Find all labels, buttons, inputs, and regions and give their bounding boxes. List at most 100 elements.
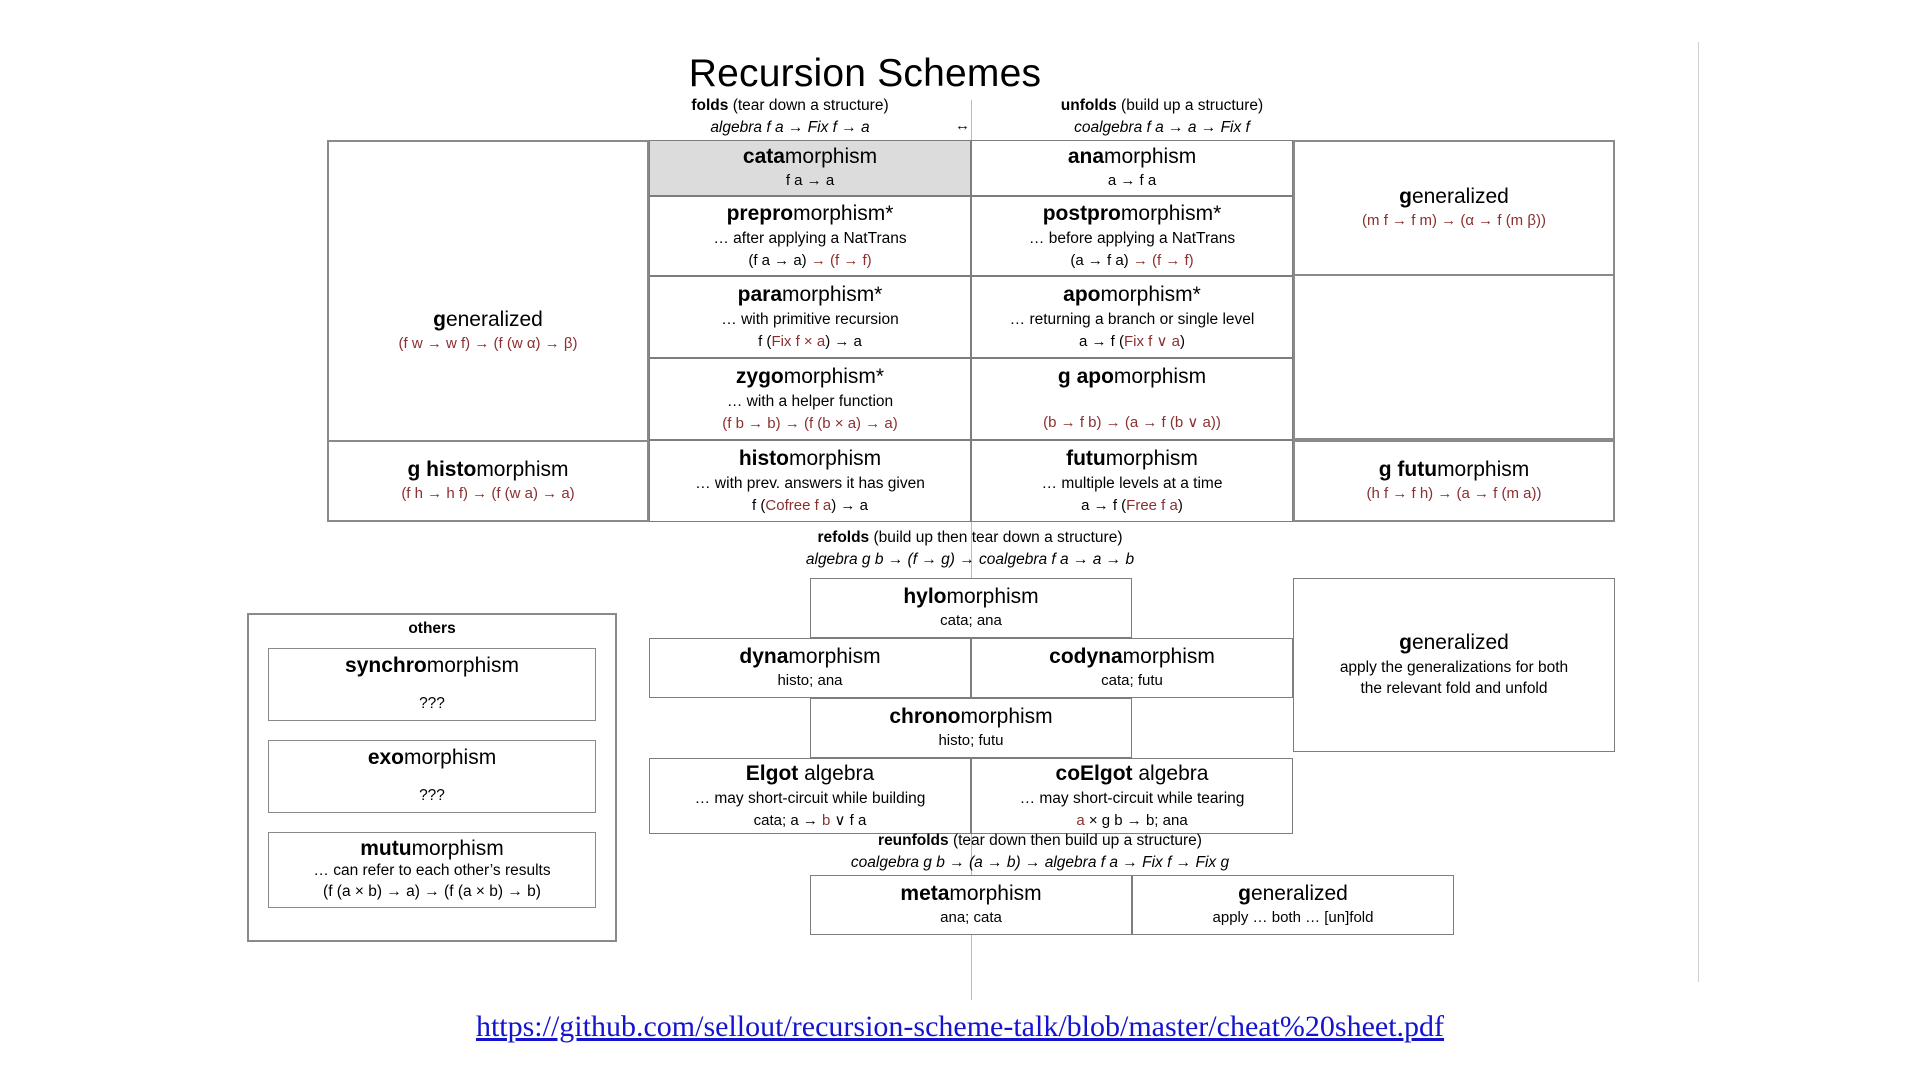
unfolds-header-label: unfolds (build up a structure) <box>1060 97 1264 114</box>
cell-title: generalized <box>1399 630 1509 654</box>
cell-signature: f (Fix f × a) → a <box>758 333 862 350</box>
cell-signature: (f w → w f) → (f (w α) → β) <box>398 335 578 353</box>
cell-g-apomorphism[interactable]: g apomorphism (b → f b) → (a → f (b ∨ a)… <box>971 358 1293 440</box>
cell-title: generalized <box>1399 185 1509 209</box>
cell-coelgot-algebra[interactable]: coElgot algebra … may short-circuit whil… <box>971 758 1293 834</box>
cell-signature: histo; futu <box>938 732 1004 750</box>
cell-title: zygomorphism* <box>735 364 885 388</box>
cell-title: anamorphism <box>1067 145 1197 169</box>
reunfolds-header: reunfolds (tear down then build up a str… <box>700 830 1380 874</box>
cell-description: … can refer to each other’s results <box>313 862 551 880</box>
others-item-exomorphism[interactable]: exomorphism ??? <box>268 740 596 813</box>
cell-generalized-unfold-filler <box>1293 276 1615 440</box>
refolds-header: refolds (build up then tear down a struc… <box>630 527 1310 571</box>
cell-signature: histo; ana <box>777 672 843 690</box>
cell-refolds-generalized[interactable]: generalized apply the generalizations fo… <box>1293 578 1615 752</box>
cell-zygomorphism[interactable]: zygomorphism* … with a helper function (… <box>649 358 971 440</box>
cell-title: generalized <box>433 308 543 332</box>
cell-signature: cata; a → b ∨ f a <box>753 812 867 829</box>
slide-edge-rule <box>1698 42 1699 982</box>
cell-signature: a → f (Free f a) <box>1081 497 1183 514</box>
refolds-header-label: refolds (build up then tear down a struc… <box>817 529 1123 546</box>
cell-signature: f (Cofree f a) → a <box>752 497 868 514</box>
cell-metamorphism[interactable]: metamorphism ana; cata <box>810 875 1132 935</box>
cell-description-line2: the relevant fold and unfold <box>1360 680 1548 698</box>
cell-title: g apomorphism <box>1057 365 1207 389</box>
cell-apomorphism[interactable]: apomorphism* … returning a branch or sin… <box>971 276 1293 358</box>
others-item-synchromorphism[interactable]: synchromorphism ??? <box>268 648 596 721</box>
folds-header-label: folds (tear down a structure) <box>691 97 889 114</box>
unfolds-header: unfolds (build up a structure) coalgebra… <box>962 95 1362 139</box>
cell-elgot-algebra[interactable]: Elgot algebra … may short-circuit while … <box>649 758 971 834</box>
source-url-link[interactable]: https://github.com/sellout/recursion-sch… <box>475 1010 1445 1043</box>
cell-futumorphism[interactable]: futumorphism … multiple levels at a time… <box>971 440 1293 522</box>
cell-signature: (a → f a) → (f → f) <box>1070 252 1194 269</box>
cell-signature: (m f → f m) → (α → f (m β)) <box>1362 212 1546 230</box>
cell-title: paramorphism* <box>737 282 883 306</box>
cell-title: dynamorphism <box>739 645 881 669</box>
cell-signature: ana; cata <box>940 909 1002 927</box>
cell-description: … may short-circuit while building <box>694 789 926 807</box>
cell-signature: ??? <box>419 787 445 805</box>
cell-catamorphism[interactable]: catamorphism f a → a <box>649 140 971 196</box>
cell-title: metamorphism <box>900 882 1042 906</box>
unfolds-signature: coalgebra f a → a → Fix f <box>1074 119 1250 136</box>
cell-signature: cata; ana <box>940 612 1002 630</box>
cell-title: futumorphism <box>1066 446 1198 470</box>
cell-description: … returning a branch or single level <box>1009 310 1255 328</box>
center-divider-rule <box>971 100 972 1000</box>
cell-title: coElgot algebra <box>1055 761 1209 785</box>
folds-signature: algebra f a → Fix f → a <box>710 119 870 136</box>
cell-signature: (f h → h f) → (f (w a) → a) <box>401 485 575 503</box>
cell-signature: a × g b → b; ana <box>1076 812 1188 829</box>
cell-g-futumorphism[interactable]: g futumorphism (h f → f h) → (a → f (m a… <box>1293 440 1615 522</box>
cell-signature: f a → a <box>785 172 835 190</box>
cell-codynamorphism[interactable]: codynamorphism cata; futu <box>971 638 1293 698</box>
folds-header: folds (tear down a structure) algebra f … <box>600 95 980 139</box>
cell-title: generalized <box>1238 882 1348 906</box>
reunfolds-header-label: reunfolds (tear down then build up a str… <box>878 832 1202 849</box>
cell-title: chronomorphism <box>889 705 1053 729</box>
cell-g-histomorphism[interactable]: g histomorphism (f h → h f) → (f (w a) →… <box>327 440 649 522</box>
cell-signature: cata; futu <box>1101 672 1163 690</box>
cell-generalized-unfold[interactable]: generalized (m f → f m) → (α → f (m β)) <box>1293 140 1615 276</box>
cell-signature: (f b → b) → (f (b × a) → a) <box>722 415 898 432</box>
cell-signature: (h f → f h) → (a → f (m a)) <box>1366 485 1542 503</box>
cell-hylomorphism[interactable]: hylomorphism cata; ana <box>810 578 1132 638</box>
cell-description: … after applying a NatTrans <box>713 229 907 247</box>
cell-description: … multiple levels at a time <box>1041 474 1223 492</box>
cell-description-line1: apply the generalizations for both <box>1339 659 1569 677</box>
page-title: Recursion Schemes <box>688 52 1042 95</box>
cell-histomorphism[interactable]: histomorphism … with prev. answers it ha… <box>649 440 971 522</box>
cell-dynamorphism[interactable]: dynamorphism histo; ana <box>649 638 971 698</box>
bidirectional-arrow-icon: ↔ <box>955 117 970 134</box>
cell-title: mutumorphism <box>360 836 504 860</box>
cell-description: … with prev. answers it has given <box>695 474 925 492</box>
reunfolds-signature: coalgebra g b → (a → b) → algebra f a → … <box>850 854 1230 871</box>
cell-description: … with primitive recursion <box>721 310 899 328</box>
cell-description: … before applying a NatTrans <box>1028 229 1236 247</box>
cell-signature: apply … both … [un]fold <box>1212 909 1374 927</box>
cell-title: apomorphism* <box>1063 282 1201 306</box>
cell-signature: (f (a × b) → a) → (f (a × b) → b) <box>323 883 541 901</box>
cell-title: histomorphism <box>738 446 882 470</box>
refolds-signature: algebra g b → (f → g) → coalgebra f a → … <box>805 551 1135 568</box>
cell-anamorphism[interactable]: anamorphism a → f a <box>971 140 1293 196</box>
cell-description: … may short-circuit while tearing <box>1019 789 1245 807</box>
cell-signature: a → f a <box>1107 172 1157 190</box>
cell-signature: ??? <box>419 695 445 713</box>
cell-chronomorphism[interactable]: chronomorphism histo; futu <box>810 698 1132 758</box>
cell-signature: a → f (Fix f ∨ a) <box>1078 333 1185 350</box>
cell-description: … with a helper function <box>726 392 894 410</box>
cell-paramorphism[interactable]: paramorphism* … with primitive recursion… <box>649 276 971 358</box>
cell-prepromorphism[interactable]: prepromorphism* … after applying a NatTr… <box>649 196 971 276</box>
cell-title: hylomorphism <box>903 585 1039 609</box>
cell-postpromorphism[interactable]: postpromorphism* … before applying a Nat… <box>971 196 1293 276</box>
cell-title: codynamorphism <box>1049 645 1215 669</box>
cell-title: synchromorphism <box>345 653 519 677</box>
cell-signature: (b → f b) → (a → f (b ∨ a)) <box>1043 414 1221 432</box>
others-item-mutumorphism[interactable]: mutumorphism … can refer to each other’s… <box>268 832 596 908</box>
others-panel-title: others <box>408 620 456 637</box>
cell-reunfolds-generalized[interactable]: generalized apply … both … [un]fold <box>1132 875 1454 935</box>
